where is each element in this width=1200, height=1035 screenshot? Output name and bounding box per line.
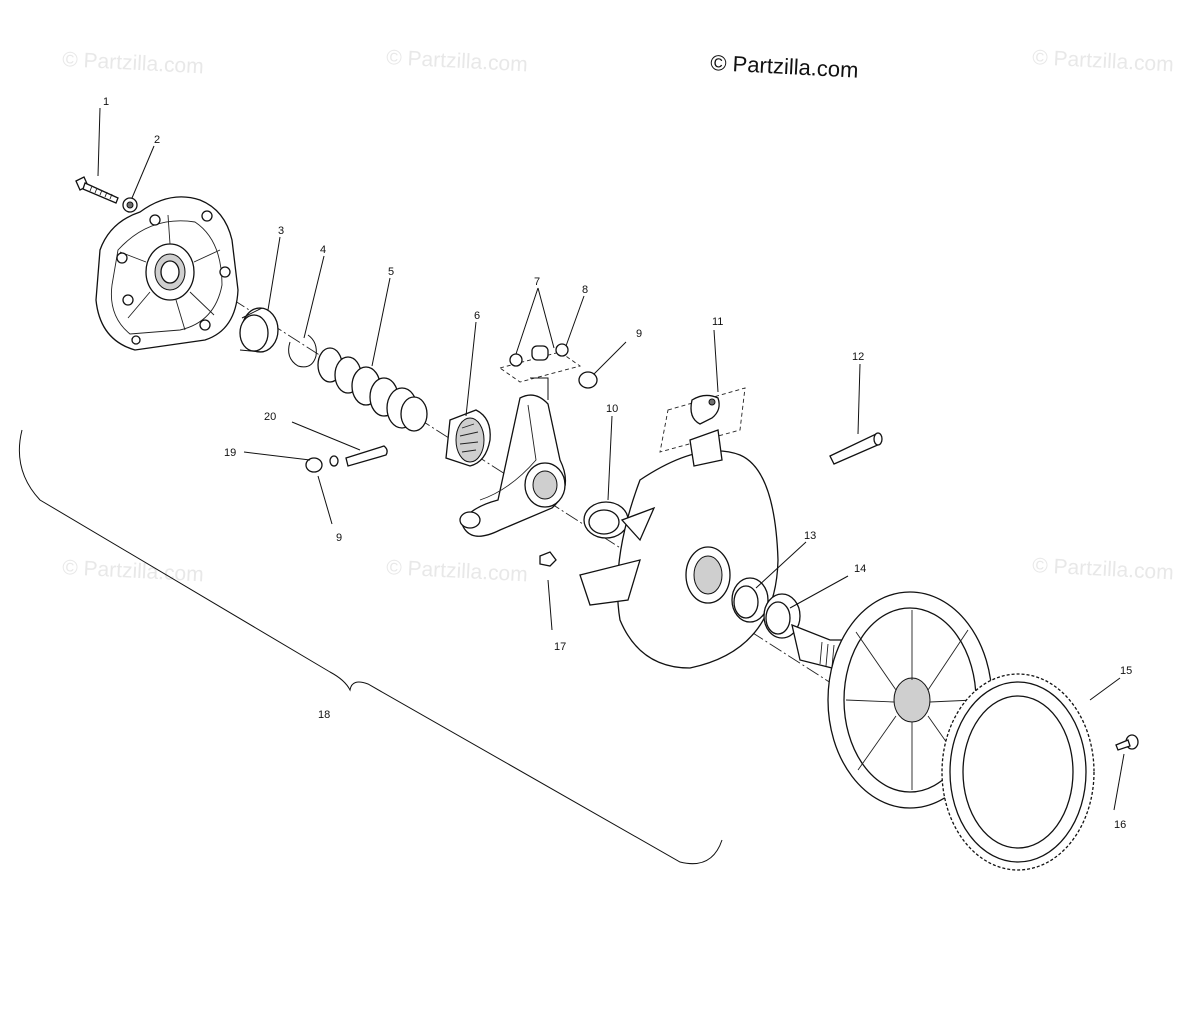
callout-7: 7	[534, 276, 540, 288]
callout-16: 16	[1114, 819, 1126, 831]
callout-11: 11	[712, 316, 723, 328]
watermark-text: © Partzilla.com	[62, 48, 205, 78]
nut-part	[539, 551, 557, 567]
callout-9-lower: 9	[336, 532, 342, 544]
washer-part	[122, 197, 138, 213]
bearing-part	[731, 577, 801, 639]
callout-14: 14	[854, 563, 866, 575]
ring-gear-part	[941, 673, 1095, 871]
watermark-text: © Partzilla.com	[62, 556, 205, 586]
callout-5: 5	[388, 266, 394, 278]
callout-6: 6	[474, 310, 480, 322]
callout-12: 12	[852, 351, 864, 363]
fixed-sheave-part	[791, 591, 993, 809]
roller-set-part	[498, 343, 582, 383]
callout-9-upper: 9	[636, 328, 642, 340]
cover-part	[95, 196, 239, 351]
callout-1: 1	[103, 96, 109, 108]
watermark-text: © Partzilla.com	[386, 556, 529, 586]
spring-part	[317, 347, 428, 432]
callout-8: 8	[582, 284, 588, 296]
watermark-text: © Partzilla.com	[1032, 554, 1175, 584]
callout-20: 20	[264, 411, 276, 423]
callout-labels: 1 2 3 4 5 6 7 8 9 10 11 12 13 14 15 16 1…	[103, 96, 1132, 831]
slider-part	[578, 371, 598, 389]
callout-3: 3	[278, 225, 284, 237]
watermark-text: © Partzilla.com	[386, 46, 529, 76]
spacer-washer-part	[583, 501, 629, 539]
callout-18: 18	[318, 709, 330, 721]
brand-copyright: © Partzilla.com	[710, 50, 859, 83]
assembly-bracket	[18, 429, 723, 865]
watermark-text: © Partzilla.com	[1032, 46, 1175, 76]
callout-4: 4	[320, 244, 326, 256]
callout-10: 10	[606, 403, 618, 415]
pin-part	[305, 445, 388, 473]
cam-part	[659, 387, 746, 453]
bolt-part	[75, 176, 119, 204]
screw-part	[1115, 734, 1139, 751]
roller-sleeve-part	[445, 409, 491, 467]
callout-15: 15	[1120, 665, 1132, 677]
callout-13: 13	[804, 530, 816, 542]
shaft-pin-part	[829, 432, 883, 465]
cam-arm-part	[459, 377, 567, 537]
bushing-part	[239, 307, 279, 353]
callout-17: 17	[554, 641, 566, 653]
leader-lines	[97, 107, 1125, 811]
callout-2: 2	[154, 134, 160, 146]
snap-ring-part	[288, 334, 317, 368]
callout-19: 19	[224, 447, 236, 459]
